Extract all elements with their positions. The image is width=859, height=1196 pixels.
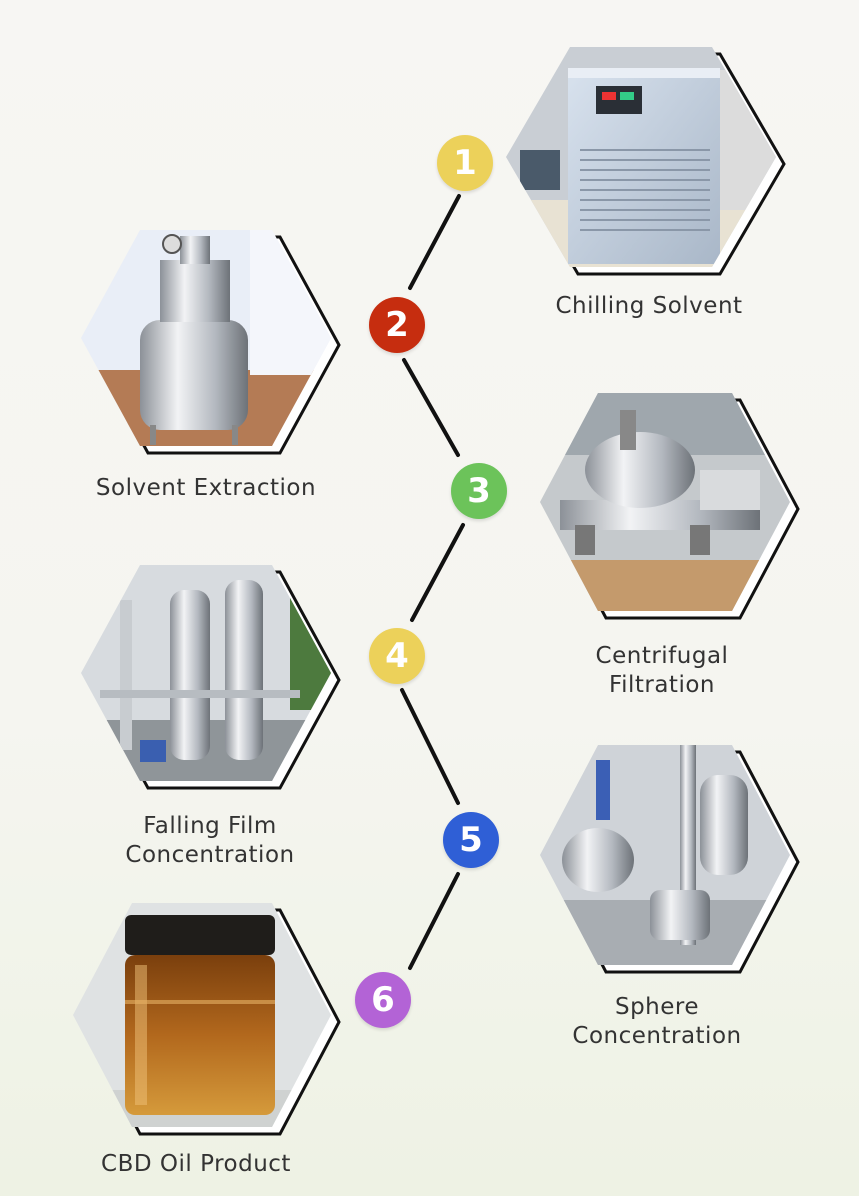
chiller-unit-photo <box>506 47 786 276</box>
extraction-tank-photo <box>81 230 341 455</box>
step-4-label: Falling Film Concentration <box>125 813 295 868</box>
step-4-badge: 4 <box>369 628 425 684</box>
falling-film-evaporator-photo <box>81 565 341 790</box>
step-6-label: CBD Oil Product <box>101 1151 291 1177</box>
centrifuge-photo <box>540 393 800 620</box>
cbd-oil-jar-photo <box>73 903 341 1136</box>
step-1-badge: 1 <box>437 135 493 191</box>
connector-line <box>400 194 465 970</box>
step-5-badge: 5 <box>443 812 499 868</box>
step-6-badge: 6 <box>355 972 411 1028</box>
step-3-badge: 3 <box>451 463 507 519</box>
step-2-badge: 2 <box>369 297 425 353</box>
step-3-label: Centrifugal Filtration <box>595 643 729 698</box>
step-2-label: Solvent Extraction <box>95 475 317 501</box>
step-1-label: Chilling Solvent <box>555 293 743 319</box>
step-5-label: Sphere Concentration <box>572 994 742 1049</box>
sphere-concentrator-photo <box>540 745 800 974</box>
